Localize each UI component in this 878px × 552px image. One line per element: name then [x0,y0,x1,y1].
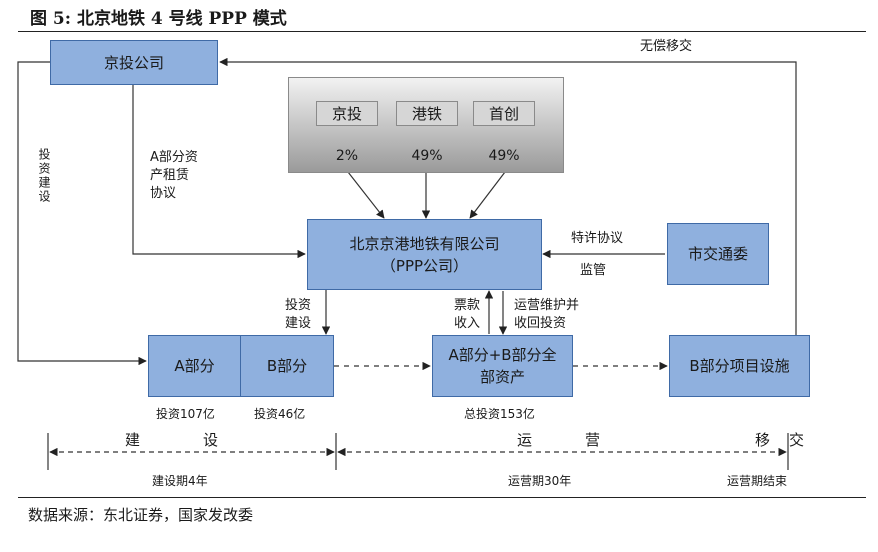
jingtou-company-label: 京投公司 [103,53,164,72]
operation-period-label: 运营期30年 [508,474,572,488]
ppp-company-name: 北京京港地铁有限公司 [349,234,500,253]
free-transfer-line [219,57,797,335]
shareholder-jingtou: 京投 [316,101,378,126]
part-a-box: A部分 [148,335,241,397]
phase-construction-2: 设 [203,431,219,449]
share-arrow-1 [347,171,385,219]
invest-total-label: 总投资153亿 [464,407,535,421]
invest-b-label: 投资46亿 [254,407,306,421]
concession-label: 特许协议 [571,231,624,246]
bottom-rule [18,497,866,498]
operation-end-label: 运营期结束 [727,474,788,488]
share-arrow-3 [469,171,506,219]
ppp-company-sub: （PPP公司） [380,256,469,275]
share-pct-mtr: 49% [411,148,443,164]
share-pct-jingtou: 2% [335,148,359,164]
lease-line [132,85,306,259]
ticket-revenue-label: 票款 收入 [454,298,481,331]
shareholder-mtr: 港铁 [396,101,458,126]
phase-operation-2: 营 [585,431,601,449]
phase-construction-1: 建 [125,431,141,449]
figure-title: 图 5: 北京地铁 4 号线 PPP 模式 [30,9,287,29]
supervision-label: 监管 [580,263,607,278]
construction-period-label: 建设期4年 [152,474,208,488]
phase-operation-1: 运 [517,431,533,449]
invest-build-line [17,61,147,366]
top-rule [18,31,866,32]
all-assets-box: A部分+B部分全 部资产 [432,335,573,397]
lease-label: A部分资 产租赁 协议 [150,150,198,201]
invest-build-label: 投资 建设 [285,298,312,331]
source-note: 数据来源：东北证券，国家发改委 [28,506,254,524]
phase-transfer-2: 交 [789,431,805,449]
ppp-company-box: 北京京港地铁有限公司 （PPP公司） [307,219,542,290]
ops-recover-label: 运营维护并 收回投资 [514,298,580,331]
invest-a-label: 投资107亿 [156,407,215,421]
jingtou-company-box: 京投公司 [50,40,218,85]
part-b-box: B部分 [240,335,334,397]
invest-build-vertical-label: 投资建设 [37,148,51,204]
phase-transfer-1: 移 [755,431,771,449]
municipal-committee-box: 市交通委 [667,223,769,285]
b-facilities-box: B部分项目设施 [669,335,810,397]
share-pct-shouchuang: 49% [488,148,520,164]
shareholder-shouchuang: 首创 [473,101,535,126]
free-transfer-label: 无偿移交 [640,39,693,54]
